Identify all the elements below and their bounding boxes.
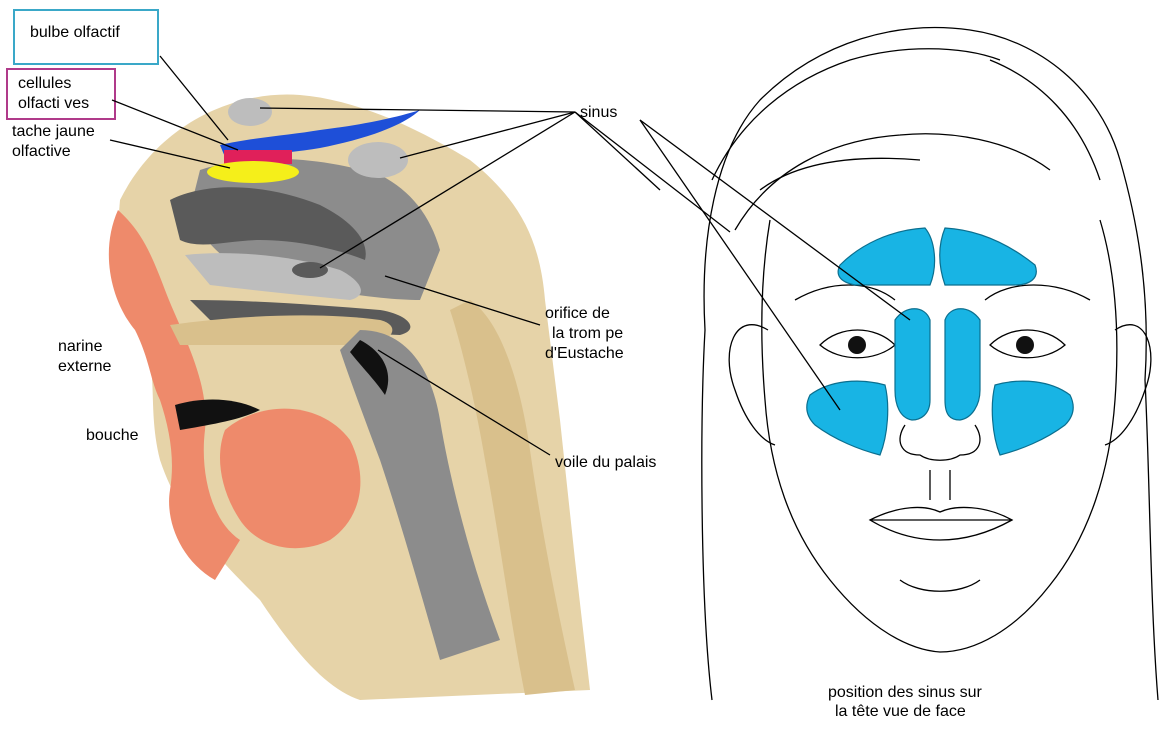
label-tache-1: tache jaune — [12, 123, 95, 140]
sphenoid-sinus-section — [292, 262, 328, 278]
philtrum — [930, 470, 950, 500]
maxillary-sinus-left — [807, 381, 888, 455]
frontal-sinus-section — [348, 142, 408, 178]
hair-line-2 — [735, 134, 1050, 230]
label-orifice-1: orifice de — [545, 305, 610, 322]
tache-jaune-shape — [207, 161, 299, 183]
pupil-right — [1016, 336, 1034, 354]
caption-line-2: la tête vue de face — [835, 703, 966, 720]
label-cellules-1: cellules — [18, 75, 71, 92]
pupil-left — [848, 336, 866, 354]
label-orifice-3: d'Eustache — [545, 345, 624, 362]
label-tache-2: olfactive — [12, 143, 71, 160]
label-cellules-2: olfacti ves — [18, 95, 89, 112]
ethmoid-sinus-left — [895, 309, 930, 420]
hair-line-4 — [990, 60, 1100, 180]
nose — [900, 425, 980, 460]
chin-line — [900, 580, 980, 591]
frontal-sinus-left — [838, 228, 934, 285]
sinus-top-section — [228, 98, 272, 126]
sagittal-section — [109, 94, 590, 700]
label-sinus: sinus — [580, 104, 617, 121]
front-face — [640, 28, 1158, 700]
caption-line-1: position des sinus sur — [828, 684, 983, 701]
label-narine-2: externe — [58, 358, 111, 375]
label-voile: voile du palais — [555, 454, 656, 471]
mouth — [870, 507, 1012, 540]
frontal-sinus-right — [940, 228, 1037, 285]
label-bouche: bouche — [86, 427, 139, 444]
hair-line-3 — [760, 158, 920, 190]
hair-line-1 — [712, 49, 1000, 180]
ethmoid-sinus-right — [945, 309, 980, 420]
label-bulbe-olfactif: bulbe olfactif — [30, 24, 120, 41]
label-orifice-2: la trom pe — [552, 325, 623, 342]
brow-right — [985, 285, 1090, 300]
maxillary-sinus-right — [992, 381, 1073, 455]
face-outline — [762, 220, 1117, 652]
label-narine-1: narine — [58, 338, 103, 355]
